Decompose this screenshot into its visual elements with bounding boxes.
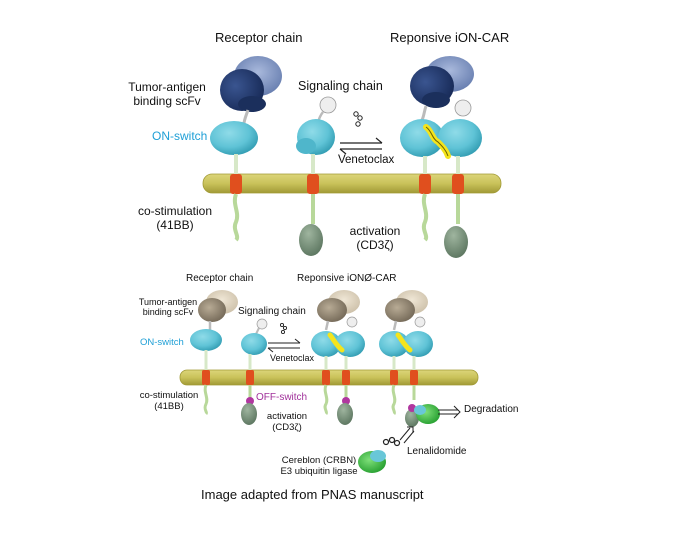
equilibrium-arrows-bottom — [267, 338, 301, 353]
label-activation-b-line2: (CD3ζ) — [272, 421, 302, 433]
label-venetoclax-bottom: Venetoclax — [270, 353, 315, 363]
label-receptor-chain-top: Receptor chain — [215, 30, 303, 45]
venetoclax-molecule-bottom — [279, 322, 288, 335]
label-tumor-antigen-b-line2: binding scFv — [142, 307, 194, 318]
iono-car-complex-2 — [379, 290, 440, 427]
label-tumor-antigen-b-line1: Tumor-antigen — [138, 297, 198, 307]
label-costim-line1: co-stimulation — [137, 204, 213, 218]
lenalidomide-molecule — [382, 436, 401, 447]
cereblon-e3-ligase — [358, 450, 386, 473]
venetoclax-molecule-top — [353, 111, 363, 127]
label-on-switch-bottom: ON-switch — [140, 337, 184, 348]
label-costim-b-line1: co-stimulation — [139, 390, 199, 401]
label-activation-bottom: activation (CD3ζ) — [257, 411, 317, 434]
label-cereblon: Cereblon (CRBN) E3 ubiquitin ligase — [272, 455, 366, 478]
label-costim-b-line2: (41BB) — [154, 400, 184, 412]
label-activation-b-line1: activation — [266, 411, 308, 422]
label-on-switch-top: ON-switch — [152, 129, 208, 143]
degradation-arrow — [438, 405, 461, 419]
label-lenalidomide: Lenalidomide — [407, 446, 467, 457]
figure-caption: Image adapted from PNAS manuscript — [201, 487, 424, 502]
bottom-panel — [179, 290, 479, 473]
label-cereblon-line1: Cereblon (CRBN) — [281, 455, 357, 466]
signaling-chain-bottom — [241, 318, 268, 425]
label-costimulation-bottom: co-stimulation (41BB) — [135, 390, 203, 413]
label-signaling-chain-bottom: Signaling chain — [238, 306, 306, 317]
label-tumor-antigen-bottom: Tumor-antigen binding scFv — [132, 297, 204, 318]
top-panel — [202, 56, 502, 258]
label-receptor-chain-bottom: Receptor chain — [186, 273, 254, 284]
receptor-chain-bottom — [190, 290, 238, 416]
label-costimulation-top: co-stimulation (41BB) — [130, 204, 220, 233]
label-tumor-antigen-line2: binding scFv — [133, 93, 201, 108]
lenalidomide-arrows — [399, 426, 415, 444]
label-responsive-ion-car: Reponsive iON-CAR — [390, 30, 510, 45]
label-venetoclax-top: Venetoclax — [338, 154, 395, 166]
label-activation-line1: activation — [349, 224, 401, 238]
label-cereblon-line2: E3 ubiquitin ligase — [280, 465, 358, 477]
label-costim-line2: (41BB) — [156, 217, 194, 232]
label-responsive-iono-car: Reponsive iONØ-CAR — [297, 273, 397, 284]
label-tumor-antigen-top: Tumor-antigen binding scFv — [112, 80, 222, 109]
label-activation-line2: (CD3ζ) — [356, 237, 394, 252]
ion-car-complex-top — [400, 56, 482, 258]
equilibrium-arrows-top — [339, 137, 383, 155]
label-activation-top: activation (CD3ζ) — [340, 224, 410, 253]
label-degradation: Degradation — [464, 404, 519, 415]
label-tumor-antigen-line1: Tumor-antigen — [128, 80, 206, 94]
signaling-chain-top — [296, 96, 337, 256]
iono-car-complex-1 — [311, 290, 365, 425]
label-signaling-chain-top: Signaling chain — [298, 79, 383, 93]
label-off-switch: OFF-switch — [256, 392, 308, 403]
receptor-chain-top — [210, 56, 282, 242]
